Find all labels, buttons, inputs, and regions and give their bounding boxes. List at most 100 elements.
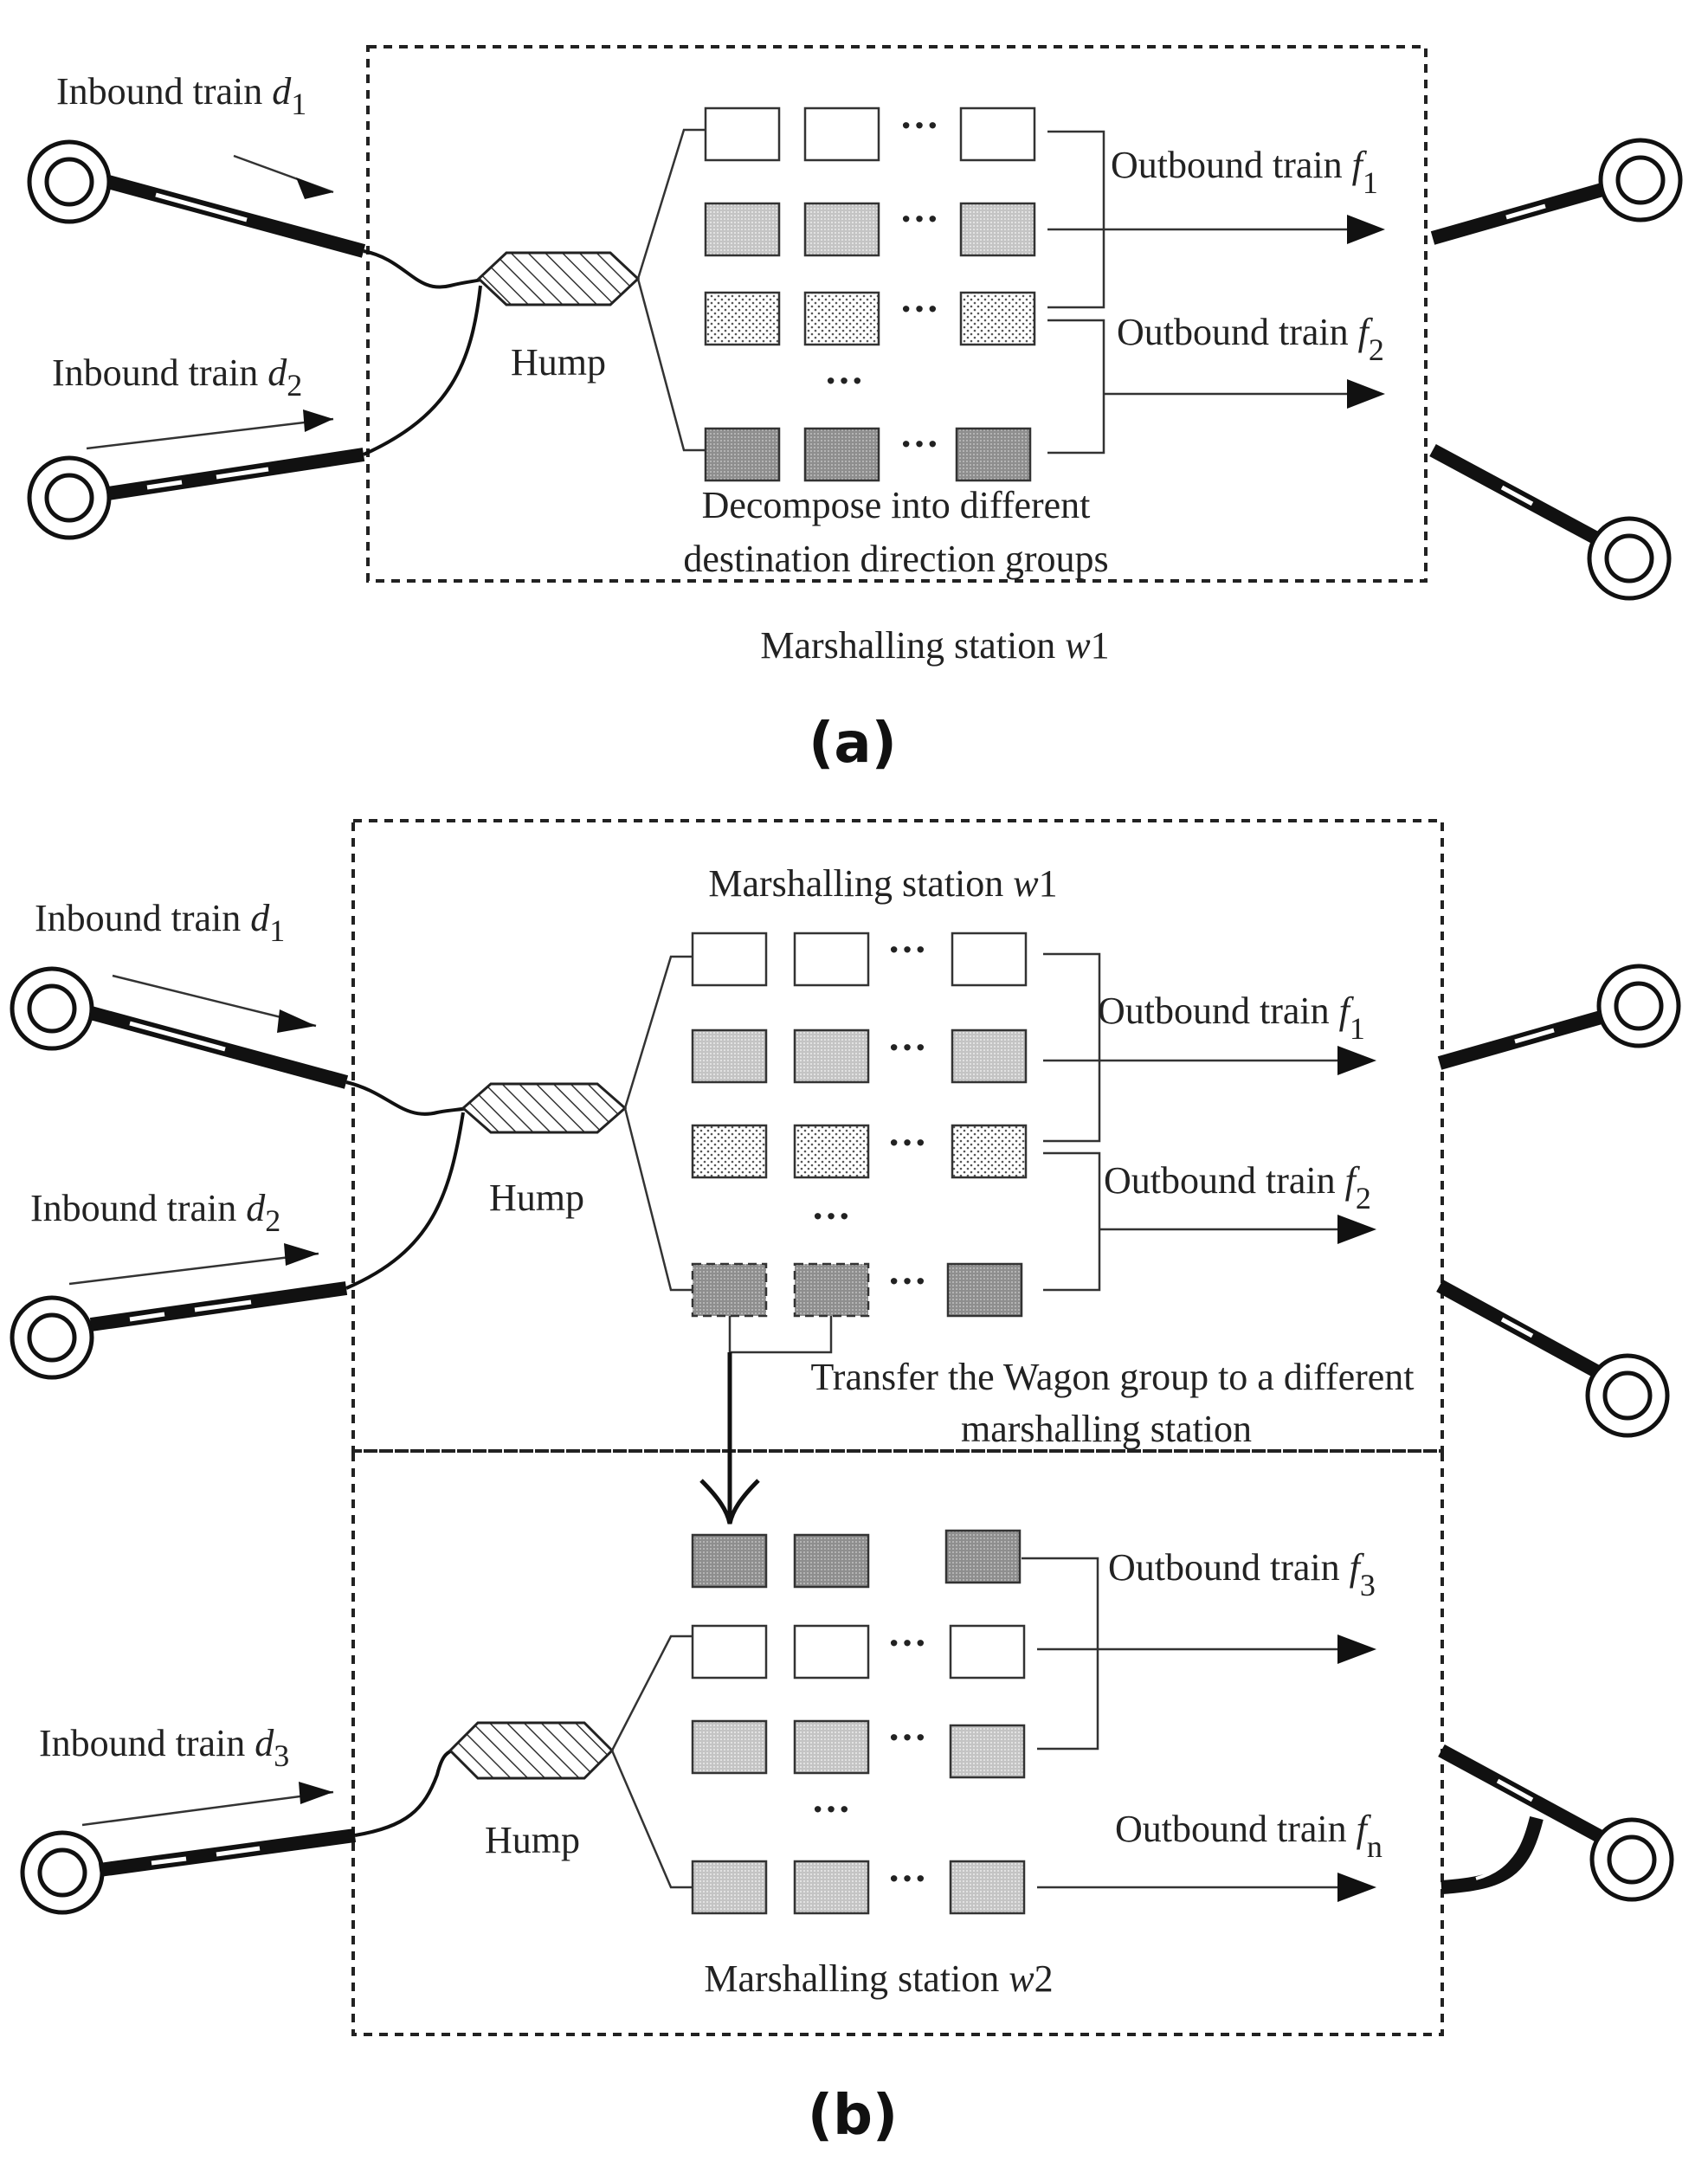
- ellipsis: ···: [811, 1194, 851, 1238]
- wagon: [793, 1624, 870, 1680]
- fan-line-bottom: [636, 278, 706, 452]
- inbound-track-d3: [20, 1782, 357, 1915]
- wagon: [951, 1124, 1028, 1179]
- wagon: [951, 932, 1028, 987]
- inbound-label-d2-b: Inbound train d2: [30, 1187, 280, 1238]
- inbound-track-d2-b: [10, 1243, 348, 1380]
- hump-a: [476, 251, 641, 306]
- wagon-row-light-b2: [691, 1860, 1026, 1915]
- wagon-row-dotted-b1: [691, 1124, 1028, 1179]
- arrow-f2: [1347, 379, 1385, 409]
- ellipsis: ···: [887, 1856, 927, 1900]
- inbound-track-d1: [27, 139, 366, 258]
- inbound-track-d2: [27, 409, 365, 540]
- decompose-label-line1: Decompose into different: [702, 484, 1091, 526]
- wagon: [949, 1860, 1026, 1915]
- outbound-label-f1-b: Outbound train f1: [1098, 990, 1365, 1046]
- ellipsis: ···: [887, 1259, 927, 1303]
- station-label-w2: Marshalling station w2: [704, 1957, 1053, 2000]
- wagon-row-dark: [704, 427, 1032, 482]
- arrow-f1: [1347, 215, 1385, 244]
- group-bracket-f2: [1047, 319, 1105, 455]
- fan-line-bottom-b2: [610, 1750, 693, 1889]
- lead-curve-d3: [354, 1749, 453, 1837]
- inbound-label-d1: Inbound train d1: [56, 70, 306, 121]
- ellipsis: ···: [887, 1025, 927, 1069]
- wagon: [793, 932, 870, 987]
- wagon: [793, 1028, 870, 1084]
- wagon-row-white-b2: [691, 1624, 1026, 1680]
- wagon: [803, 427, 880, 482]
- ellipsis: ···: [899, 197, 939, 241]
- wagon: [949, 1724, 1026, 1779]
- transfer-bracket: [728, 1316, 833, 1354]
- group-bracket-f3: [1022, 1557, 1099, 1751]
- hump-label-a: Hump: [511, 341, 606, 384]
- decompose-label-line2: destination direction groups: [683, 538, 1108, 580]
- wagon-row-dotted: [704, 291, 1036, 346]
- wagon: [959, 202, 1036, 257]
- hump-label-b2: Hump: [485, 1819, 580, 1861]
- arrow-f2-b: [1337, 1215, 1376, 1244]
- wagon: [955, 427, 1032, 482]
- hump-b2: [448, 1721, 615, 1780]
- inbound-label-d2: Inbound train d2: [52, 351, 302, 403]
- wagon-row-white-b1: [691, 932, 1028, 987]
- wagon: [691, 1028, 768, 1084]
- wagon-row-gray-b2: [691, 1719, 1026, 1779]
- arrow-fn: [1337, 1873, 1376, 1902]
- wagon: [803, 291, 880, 346]
- outbound-label-f3: Outbound train f3: [1108, 1546, 1376, 1602]
- wagon: [959, 106, 1036, 162]
- wagon: [949, 1624, 1026, 1680]
- lead-curve-d2: [363, 285, 482, 456]
- ellipsis: ···: [899, 287, 939, 331]
- station-label-w1-a: Marshalling station w1: [760, 624, 1109, 667]
- wagon: [704, 291, 781, 346]
- lead-curve-d1-b: [345, 1080, 468, 1116]
- wagon-transferred: [691, 1262, 768, 1318]
- wagon: [704, 202, 781, 257]
- outbound-track-f1-b: [1437, 964, 1681, 1070]
- group-bracket-f2-b: [1043, 1151, 1101, 1292]
- wagon: [944, 1529, 1022, 1584]
- arrow-f1-b: [1337, 1046, 1376, 1075]
- wagon: [803, 106, 880, 162]
- fan-line-top: [636, 128, 706, 280]
- transfer-label-line2: marshalling station: [961, 1408, 1252, 1450]
- wagon: [793, 1124, 870, 1179]
- lead-curve-d1: [363, 249, 486, 289]
- wagon: [691, 1533, 768, 1589]
- ellipsis: ···: [887, 927, 927, 971]
- wagon: [691, 1860, 768, 1915]
- wagon: [793, 1719, 870, 1775]
- wagon: [691, 932, 768, 987]
- wagon-row-dark-b1: [691, 1262, 1023, 1318]
- wagon-row-arrived: [691, 1529, 1022, 1589]
- hump-label-b1: Hump: [489, 1177, 584, 1219]
- outbound-label-f2-b: Outbound train f2: [1104, 1159, 1371, 1215]
- outbound-track-fn: [1438, 1744, 1674, 1902]
- wagon: [691, 1624, 768, 1680]
- wagon: [793, 1860, 870, 1915]
- outbound-label-f1: Outbound train f1: [1111, 144, 1378, 200]
- station-boundary-w2: [351, 1449, 1444, 2036]
- panel-b-caption: (b): [808, 2084, 898, 2148]
- transfer-arrow-head: [699, 1479, 760, 1525]
- wagon: [951, 1028, 1028, 1084]
- station-boundary-w1: [366, 45, 1428, 583]
- wagon: [704, 106, 781, 162]
- inbound-label-d1-b: Inbound train d1: [35, 897, 285, 948]
- panel-a-caption: (a): [809, 712, 897, 776]
- wagon: [704, 427, 781, 482]
- wagon: [691, 1124, 768, 1179]
- wagon-row-white: [704, 106, 1036, 162]
- transfer-label-line1: Transfer the Wagon group to a different: [810, 1356, 1414, 1398]
- ellipsis: ···: [811, 1787, 851, 1831]
- ellipsis: ···: [899, 103, 939, 147]
- fan-line-bottom-b1: [623, 1107, 693, 1292]
- ellipsis: ···: [824, 358, 864, 403]
- outbound-track-f2-b: [1436, 1279, 1670, 1438]
- wagon: [959, 291, 1036, 346]
- lead-curve-d2-b: [345, 1112, 465, 1290]
